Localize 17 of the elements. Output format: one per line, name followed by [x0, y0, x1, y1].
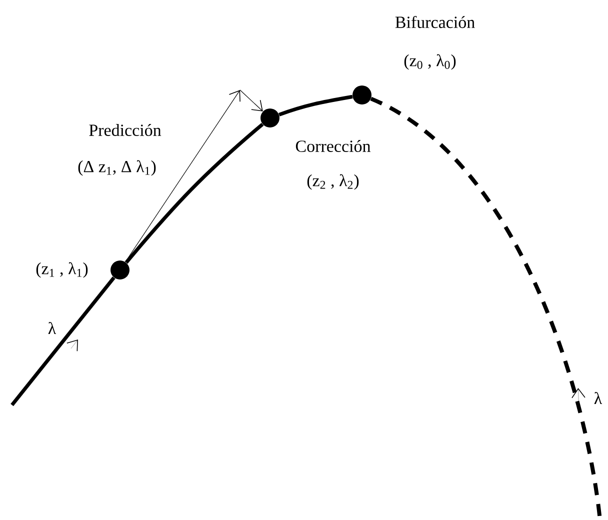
point-marker [260, 108, 280, 128]
point-marker [352, 86, 372, 104]
point-label: Corrección [296, 140, 371, 152]
curve [10, 276, 116, 406]
point-label: Bifurcación [395, 16, 475, 28]
curve [124, 122, 264, 264]
step-label: (Δ z$_{1}$, Δ λ$_{1}$) [78, 160, 156, 176]
arrow [125, 90, 240, 262]
arrow [240, 90, 263, 112]
step-label: Predicción [89, 124, 162, 136]
parameter-label: λ [594, 392, 602, 404]
point-marker [110, 260, 130, 280]
parameter-label: λ [48, 322, 56, 334]
curve [278, 94, 353, 116]
point-label: (z$_{0}$ , λ$_{0}$) [404, 54, 456, 70]
point-label: (z$_{1}$ , λ$_{1}$) [36, 262, 88, 278]
point-label: (z$_{2}$ , λ$_{2}$) [307, 174, 359, 190]
